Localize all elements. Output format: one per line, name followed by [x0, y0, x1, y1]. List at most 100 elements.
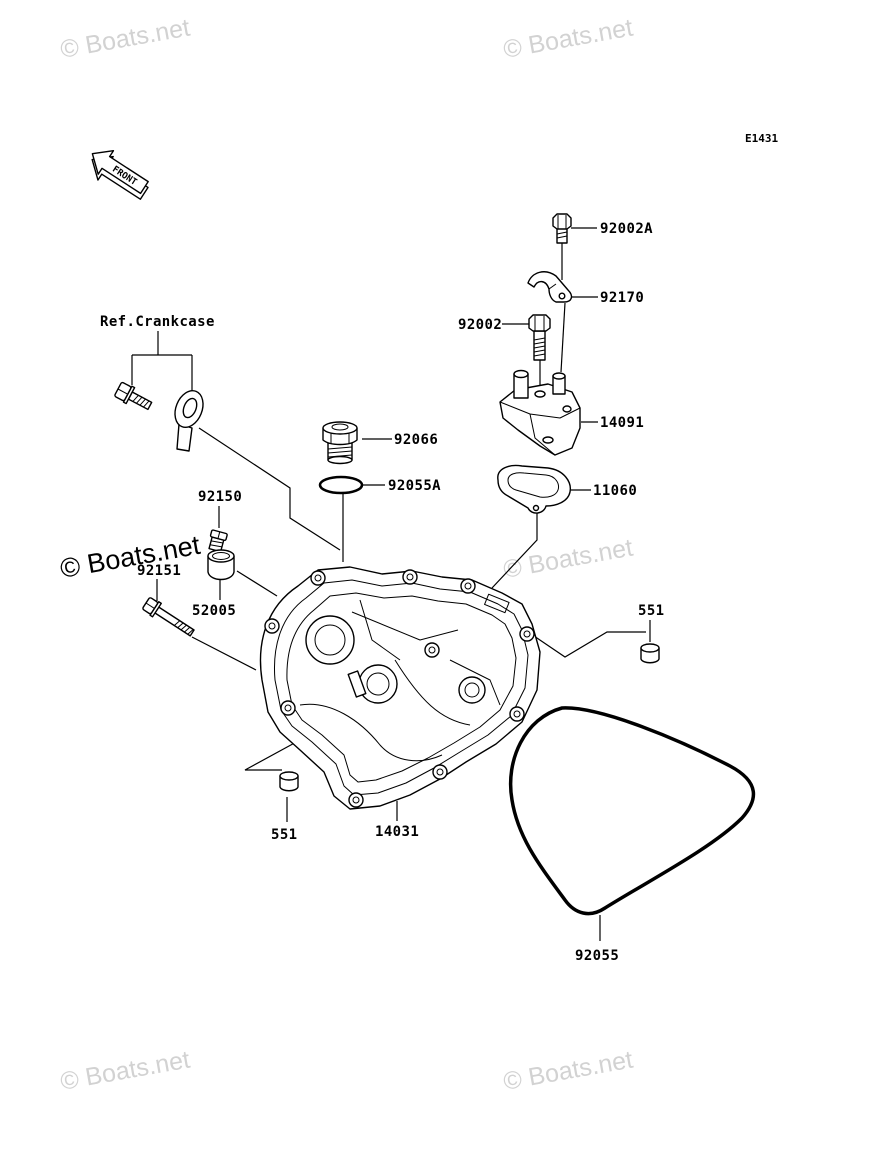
housing-side-edge — [529, 413, 556, 456]
plug-facet — [217, 531, 221, 539]
bolt-thread — [533, 345, 546, 349]
leader-lines — [131, 227, 651, 941]
housing-14091 — [499, 369, 581, 456]
cover-inner-rib — [351, 611, 459, 641]
housing-body — [499, 383, 581, 456]
callout-92055a: 92055A — [388, 478, 441, 494]
link-washer-to-cover — [198, 427, 341, 551]
cover-bolt-hole — [406, 573, 414, 581]
cover-bolt-hole — [284, 704, 292, 712]
front-arrow-body — [91, 150, 149, 195]
cover-bolt-boss — [519, 626, 535, 642]
plug-thread — [211, 540, 224, 544]
callout-92150: 92150 — [198, 489, 242, 505]
bolt-thread — [533, 337, 546, 341]
housing-top-face — [499, 401, 581, 419]
bolt-thread — [184, 626, 191, 633]
callout-14091: 14091 — [600, 415, 644, 431]
bolt-92002 — [528, 314, 551, 361]
bolt-thread — [533, 353, 546, 357]
cover-bolt-hole — [523, 630, 531, 638]
bolt-thread — [187, 629, 194, 635]
gasket-outline — [497, 464, 571, 514]
watermark-middle-right: © Boats.net — [501, 534, 635, 584]
cover-inner-rib — [359, 599, 401, 661]
cover-bolt-boss — [432, 764, 448, 780]
bolt-thread — [556, 235, 568, 239]
clip-fold — [548, 283, 557, 290]
bolt-thread — [180, 624, 187, 631]
callout-14031: 14031 — [375, 824, 419, 840]
link-clip-to-housing — [560, 302, 566, 373]
cover-bolt-hole — [352, 796, 360, 804]
link-dowel-right-to-cover — [533, 631, 646, 658]
washer-hole — [182, 397, 198, 419]
gasket-11060 — [497, 464, 571, 514]
link-dowel-bottom-to-cover — [244, 739, 301, 771]
cover-bolt-boss — [264, 618, 280, 634]
callout-92055: 92055 — [575, 948, 619, 964]
cover-bolt-boss — [348, 792, 364, 808]
callout-92002a: 92002A — [600, 221, 653, 237]
bolt-92151 — [142, 597, 195, 637]
callout-11060: 11060 — [593, 483, 637, 499]
plug-92150 — [208, 529, 228, 553]
housing-tube-top — [552, 372, 566, 380]
cover-small-boss — [458, 676, 486, 704]
housing-hole — [562, 405, 572, 413]
plug-top-boss — [331, 423, 349, 431]
cover-bolt-hole — [314, 574, 322, 582]
cover-bolt-boss — [509, 706, 525, 722]
clip-hole — [558, 292, 566, 300]
bolt-thread — [556, 231, 568, 235]
bolt-thread — [136, 396, 143, 404]
plug-thread — [327, 446, 353, 450]
cover-bearing-boss — [305, 615, 355, 665]
bolt-92002a — [552, 213, 572, 244]
cover-small-bore — [464, 682, 480, 698]
watermarks: © Boats.net © Boats.net © Boats.net © Bo… — [58, 14, 635, 1096]
link-cap-to-cover — [236, 570, 278, 597]
cover-slot — [484, 593, 510, 614]
cover-bolt-boss — [310, 570, 326, 586]
crankcase-cover-14031 — [259, 566, 541, 810]
cover-outer-edge — [259, 566, 541, 810]
cover-bolt-boss — [460, 578, 476, 594]
housing-hole — [542, 436, 554, 444]
reference-label: Ref.Crankcase — [100, 314, 215, 330]
bolt-thread — [533, 341, 546, 345]
cover-bolt-hole — [513, 710, 521, 718]
gasket-opening — [507, 472, 559, 498]
dowel-top — [640, 643, 660, 653]
cover-shaft-boss — [358, 664, 398, 704]
bolt-thread — [143, 400, 150, 408]
bolt-shank — [154, 606, 195, 637]
bolt-facet — [117, 388, 128, 395]
callout-52005: 52005 — [192, 603, 236, 619]
cover-bearing-bore — [314, 624, 346, 656]
callout-92170: 92170 — [600, 290, 644, 306]
cap-top — [207, 549, 235, 563]
bolt-shank — [127, 391, 153, 411]
watermark-bottom-left: © Boats.net — [58, 1046, 192, 1096]
cover-inner-rib — [394, 659, 471, 726]
washer-tab — [176, 423, 193, 452]
dowel-top — [279, 771, 299, 781]
cover-inner-rib — [449, 659, 501, 706]
bolt-thread — [139, 398, 146, 406]
cover-shaft-bracket — [347, 670, 367, 698]
bolt-shank — [556, 227, 568, 244]
cover-shaft-bore — [366, 672, 390, 696]
cover-bolt-hole — [436, 768, 444, 776]
housing-nipple-top — [513, 369, 529, 379]
dowel-551-bottom — [279, 771, 299, 792]
clip-92170 — [527, 271, 573, 303]
watermark-bottom-right: © Boats.net — [501, 1046, 635, 1096]
cover-bolt-boss — [280, 700, 296, 716]
gasket-92055 — [508, 706, 756, 916]
crankcase-bolt — [114, 381, 153, 411]
bolt-facet — [145, 602, 155, 609]
cap-52005 — [207, 549, 235, 581]
housing-hole — [534, 390, 546, 398]
